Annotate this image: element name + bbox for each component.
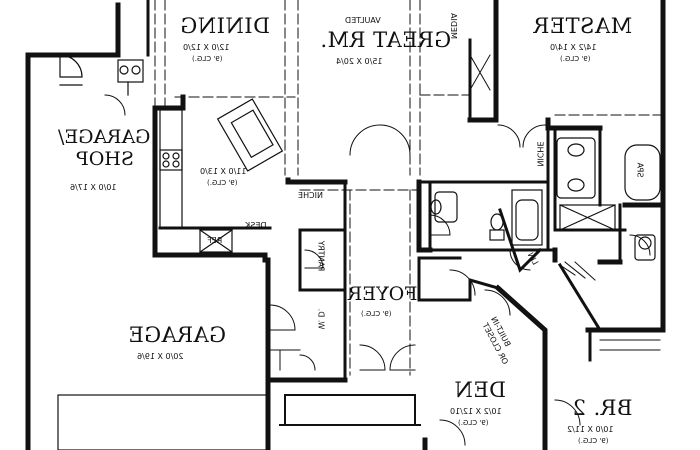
br2-label: BR. 2 <box>572 396 633 420</box>
den-size: 10/2 X 12/10 <box>450 407 502 416</box>
beam-lines <box>154 0 661 376</box>
kitchen-counters <box>159 98 284 253</box>
foyer-ceiling: (9' CLG.) <box>361 310 392 318</box>
spa-label: SPA <box>635 162 645 178</box>
garage-shop-size: 10/0 X 17/6 <box>70 183 117 192</box>
dining-ceiling: (9' CLG.) <box>192 55 223 63</box>
wd-label: W. D. <box>316 308 326 330</box>
bath-fixtures <box>430 137 661 261</box>
kitchen-ceiling: (9' CLG.) <box>207 179 238 187</box>
kitchen-size: 11/0 X 13/0 <box>200 167 247 176</box>
niche-label-top: NICHE <box>298 191 323 200</box>
master-label: MASTER <box>533 14 633 38</box>
utility-fixtures <box>57 54 269 450</box>
master-size: 14/2 X 14/0 <box>550 43 597 52</box>
garage-label: GARAGE <box>128 323 227 347</box>
foyer-label: FOYER <box>348 283 418 305</box>
den-label: DEN <box>454 378 507 402</box>
master-ceiling: (9' CLG.) <box>560 55 591 63</box>
door-swings <box>104 94 651 446</box>
garage-door <box>279 394 421 426</box>
br2-ceiling: (9' CLG.) <box>578 437 609 445</box>
dining-size: 12/0 X 12/0 <box>183 43 230 52</box>
media-label: MEDIA <box>448 13 458 39</box>
desk-label: DESK <box>245 221 267 230</box>
br2-size: 10/0 X 11/2 <box>567 425 614 434</box>
ref-label: REF <box>207 236 223 245</box>
pantry-label: PANTRY <box>316 240 326 272</box>
closet-hatching <box>269 54 661 371</box>
dining-label: DINING <box>180 14 270 38</box>
great-room-label: GREAT RM. <box>320 28 452 52</box>
great-room-note: VAULTED <box>345 16 381 25</box>
garage-shop-label-2: SHOP <box>76 148 134 170</box>
great-room-size: 15/0 X 20/4 <box>336 57 383 66</box>
den-ceiling: (9' CLG.) <box>458 419 489 427</box>
garage-size: 20/0 X 19/6 <box>137 352 184 361</box>
garage-shop-label-1: GARAGE/ <box>58 126 151 148</box>
niche-label-bath: NICHE <box>535 141 545 167</box>
